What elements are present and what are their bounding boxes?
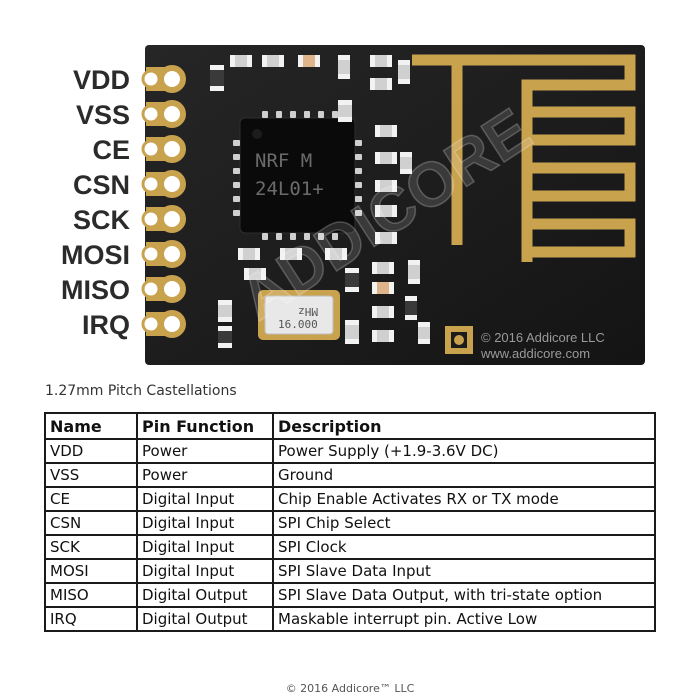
smd-part <box>230 55 252 67</box>
header-description: Description <box>272 412 656 440</box>
pin-label-csn: CSN <box>73 170 130 200</box>
cell-name: VSS <box>44 462 138 488</box>
pin-label-ce: CE <box>92 135 130 165</box>
pin-pad-miso <box>141 275 186 303</box>
footer-copyright: © 2016 Addicore™ LLC <box>285 682 415 695</box>
smd-part <box>405 296 417 320</box>
smd-part <box>375 180 397 192</box>
cell-pin-function: Digital Input <box>136 558 274 584</box>
smd-part <box>325 248 347 260</box>
pin-pad-vdd <box>141 65 186 93</box>
cell-description: SPI Clock <box>272 534 656 560</box>
smd-part <box>375 232 397 244</box>
header-pin-function: Pin Function <box>136 412 274 440</box>
smd-part <box>218 300 232 322</box>
cell-pin-function: Digital Input <box>136 510 274 536</box>
pin-label-sck: SCK <box>73 205 131 235</box>
cell-description: Power Supply (+1.9-3.6V DC) <box>272 438 656 464</box>
pin-label-vdd: VDD <box>73 65 130 95</box>
smd-part <box>210 65 224 91</box>
pin-pad-csn <box>141 170 186 198</box>
cell-name: MISO <box>44 582 138 608</box>
smd-part <box>370 78 392 90</box>
smd-part <box>345 320 359 344</box>
table-header-row: Name Pin Function Description <box>44 412 656 440</box>
smd-part <box>408 260 420 284</box>
smd-part <box>280 248 302 260</box>
castellated-pins <box>141 65 186 338</box>
cell-pin-function: Digital Input <box>136 486 274 512</box>
cell-description: SPI Slave Data Input <box>272 558 656 584</box>
smd-part <box>244 268 266 280</box>
cell-pin-function: Digital Output <box>136 582 274 608</box>
smd-part <box>372 330 394 342</box>
cell-description: SPI Slave Data Output, with tri-state op… <box>272 582 656 608</box>
smd-part <box>338 55 350 79</box>
smd-components <box>210 55 430 348</box>
smd-part <box>298 55 320 67</box>
crystal-marking-line2: MHz <box>298 305 318 318</box>
cell-description: Chip Enable Activates RX or TX mode <box>272 486 656 512</box>
cell-description: SPI Chip Select <box>272 510 656 536</box>
pin-pad-ce <box>141 135 186 163</box>
header-name: Name <box>44 412 138 440</box>
smd-part <box>372 306 394 318</box>
smd-part <box>375 125 397 137</box>
pin-label-vss: VSS <box>76 100 130 130</box>
pin-label-mosi: MOSI <box>61 240 130 270</box>
crystal-marking-line1: 16.000 <box>278 318 318 331</box>
cell-description: Ground <box>272 462 656 488</box>
pin-pad-sck <box>141 205 186 233</box>
smd-part <box>370 55 392 67</box>
cell-pin-function: Power <box>136 462 274 488</box>
cell-pin-function: Digital Input <box>136 534 274 560</box>
cell-name: IRQ <box>44 606 138 632</box>
smd-part <box>338 100 352 122</box>
cell-name: SCK <box>44 534 138 560</box>
board-url: www.addicore.com <box>480 346 590 361</box>
crystal-oscillator: MHz 16.000 <box>258 290 340 340</box>
pin-pad-vss <box>141 100 186 128</box>
cell-description: Maskable interrupt pin. Active Low <box>272 606 656 632</box>
smd-part <box>372 282 394 294</box>
smd-part <box>218 326 232 348</box>
board-copyright: © 2016 Addicore LLC <box>481 330 605 345</box>
smd-part <box>375 205 397 217</box>
pin-label-list: VDD VSS CE CSN SCK MOSI MISO IRQ <box>61 65 131 340</box>
chip-marking-line1: NRF M <box>255 150 312 172</box>
nrf24l01-board-diagram: NRF M 24L01+ MHz 16.000 ADDICORE VDDVSSC… <box>61 45 645 365</box>
cell-name: VDD <box>44 438 138 464</box>
smd-part <box>262 55 284 67</box>
cell-name: CSN <box>44 510 138 536</box>
smd-part <box>418 322 430 344</box>
pin-label-irq: IRQ <box>82 310 130 340</box>
pin-label-miso: MISO <box>61 275 130 305</box>
cell-name: MOSI <box>44 558 138 584</box>
smd-part <box>238 248 260 260</box>
pin-pad-mosi <box>141 240 186 268</box>
cell-pin-function: Digital Output <box>136 606 274 632</box>
smd-part <box>375 152 397 164</box>
cell-name: CE <box>44 486 138 512</box>
pitch-caption: 1.27mm Pitch Castellations <box>45 383 237 399</box>
smd-part <box>372 262 394 274</box>
cell-pin-function: Power <box>136 438 274 464</box>
nrf24l01-chip: NRF M 24L01+ <box>233 111 362 240</box>
smd-part <box>345 268 359 292</box>
smd-part <box>398 60 410 84</box>
smd-part <box>400 152 412 174</box>
chip-marking-line2: 24L01+ <box>255 178 324 200</box>
pin-pad-irq <box>141 310 186 338</box>
pcb-antenna-trace <box>412 54 636 262</box>
